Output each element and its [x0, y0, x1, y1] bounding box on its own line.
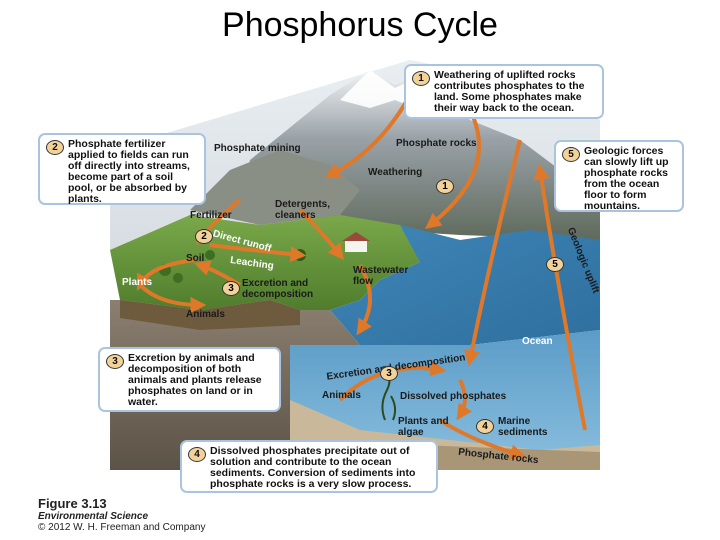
step-5-box: 5 Geologic forces can slowly lift up pho…: [554, 140, 684, 212]
step-text: Excretion by animals and decomposition o…: [128, 353, 273, 408]
figure-caption: Figure 3.13 Environmental Science © 2012…: [38, 496, 205, 533]
label-dissolved-phosphates: Dissolved phosphates: [400, 391, 506, 402]
label-plants-algae: Plants and algae: [398, 416, 458, 438]
label-wastewater: Wastewater flow: [353, 265, 423, 287]
label-soil: Soil: [186, 253, 204, 264]
badge-step-4: 4: [476, 419, 494, 434]
step-number: 2: [46, 140, 64, 155]
copyright: © 2012 W. H. Freeman and Company: [38, 522, 205, 533]
label-fertilizer: Fertilizer: [190, 210, 232, 221]
step-number: 4: [188, 447, 206, 462]
step-text: Dissolved phosphates precipitate out of …: [210, 446, 430, 490]
label-detergents: Detergents, cleaners: [275, 199, 345, 221]
book-title: Environmental Science: [38, 511, 205, 522]
label-excretion-land: Excretion and decomposition: [242, 278, 354, 300]
badge-step-1: 1: [436, 179, 454, 194]
badge-step-5: 5: [546, 257, 564, 272]
step-number: 3: [106, 354, 124, 369]
step-4-box: 4 Dissolved phosphates precipitate out o…: [180, 440, 438, 493]
label-ocean: Ocean: [522, 336, 553, 347]
house: [345, 240, 367, 252]
badge-step-2: 2: [195, 229, 213, 244]
step-1-box: 1 Weathering of uplifted rocks contribut…: [404, 64, 604, 119]
step-text: Phosphate fertilizer applied to fields c…: [68, 139, 198, 205]
step-3-box: 3 Excretion by animals and decomposition…: [98, 347, 281, 412]
label-plants: Plants: [122, 277, 152, 288]
badge-step-3-ocean: 3: [380, 366, 398, 381]
step-number: 1: [412, 71, 430, 86]
label-animals-ocean: Animals: [322, 390, 361, 401]
label-phosphate-mining: Phosphate mining: [214, 143, 301, 154]
badge-step-3: 3: [222, 281, 240, 296]
step-text: Geologic forces can slowly lift up phosp…: [584, 146, 676, 212]
step-text: Weathering of uplifted rocks contributes…: [434, 70, 596, 114]
step-2-box: 2 Phosphate fertilizer applied to fields…: [38, 133, 206, 205]
label-marine-sediments: Marine sediments: [498, 416, 558, 438]
label-phosphate-rocks: Phosphate rocks: [396, 138, 477, 149]
step-number: 5: [562, 147, 580, 162]
label-animals-land: Animals: [186, 309, 225, 320]
figure-number: Figure 3.13: [38, 496, 205, 511]
label-weathering: Weathering: [368, 167, 422, 178]
